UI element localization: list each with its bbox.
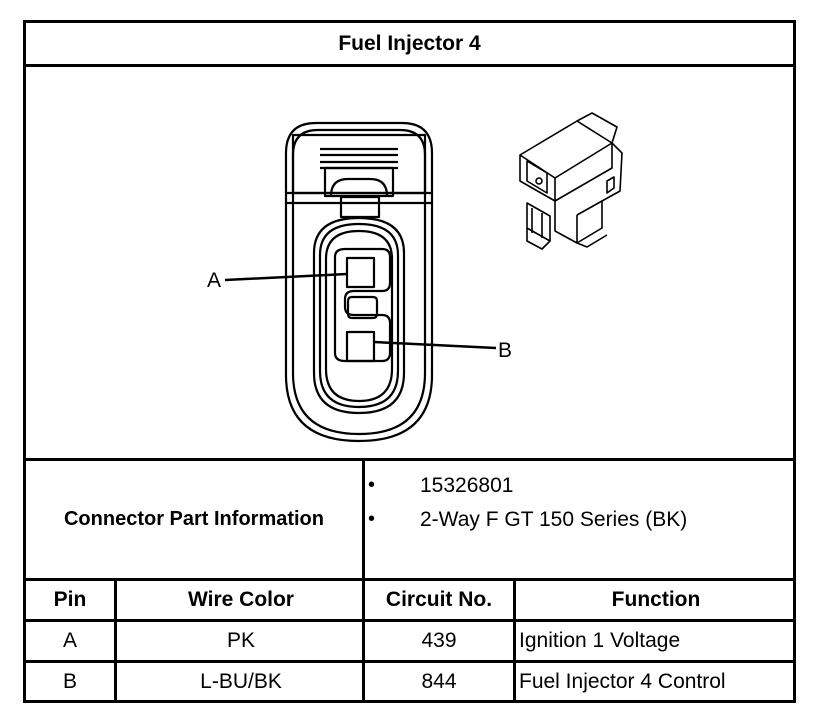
- wire-color-cell: PK: [120, 622, 365, 660]
- bullet-icon: •: [368, 474, 376, 496]
- connector-drawing-area: A B: [26, 67, 793, 461]
- connector-part-list: • 15326801 • 2-Way F GT 150 Series (BK): [365, 461, 793, 578]
- part-number: 15326801: [420, 474, 514, 497]
- function-cell: Fuel Injector 4 Control: [519, 670, 726, 693]
- connector-face-view-icon: [224, 121, 497, 443]
- circuit-no-cell: 844: [365, 663, 516, 701]
- bullet-icon: •: [368, 508, 376, 530]
- connector-description-item: • 2-Way F GT 150 Series (BK): [368, 508, 688, 532]
- connector-isometric-view-icon: [519, 112, 623, 250]
- function-cell: Ignition 1 Voltage: [519, 629, 681, 652]
- pin-label-a: A: [207, 269, 222, 292]
- table-row: B L-BU/BK 844 Fuel Injector 4 Control: [26, 663, 793, 701]
- connector-part-information-label: Connector Part Information: [26, 461, 365, 578]
- header-function: Function: [611, 588, 701, 611]
- header-circuit-no: Circuit No.: [365, 581, 516, 619]
- part-number-item: • 15326801: [368, 474, 514, 498]
- connector-part-information: Connector Part Information • 15326801 • …: [26, 461, 793, 581]
- header-pin: Pin: [26, 581, 117, 619]
- pin-cell: A: [26, 622, 117, 660]
- header-wire-color: Wire Color: [120, 581, 365, 619]
- connector-drawing: [224, 112, 623, 443]
- pin-label-b: B: [498, 339, 513, 362]
- circuit-no-cell: 439: [365, 622, 516, 660]
- table-row: A PK 439 Ignition 1 Voltage: [26, 622, 793, 663]
- page-title: Fuel Injector 4: [26, 23, 793, 67]
- table-header-row: Pin Wire Color Circuit No. Function: [26, 581, 793, 622]
- wire-color-cell: L-BU/BK: [120, 663, 365, 701]
- pin-cell: B: [26, 663, 117, 701]
- connector-description: 2-Way F GT 150 Series (BK): [420, 508, 688, 531]
- connector-end-view-frame: Fuel Injector 4: [23, 20, 796, 703]
